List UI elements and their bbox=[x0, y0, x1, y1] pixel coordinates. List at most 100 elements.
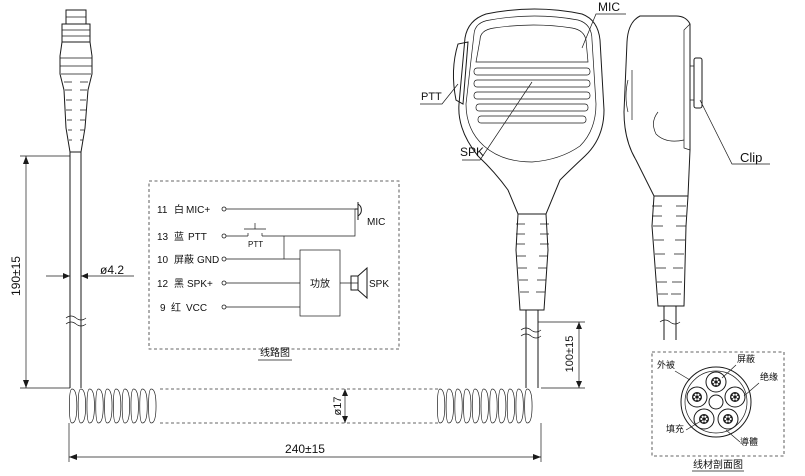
coil-diameter-label: ø17 bbox=[332, 397, 344, 416]
coil-loop-back bbox=[471, 388, 476, 424]
coil-break bbox=[160, 388, 440, 424]
label-spk: SPK bbox=[460, 81, 533, 161]
coil-loop-back bbox=[463, 388, 467, 424]
coil-loop-back bbox=[437, 388, 441, 424]
strand bbox=[728, 415, 731, 418]
pin-2-name: PTT bbox=[188, 232, 207, 243]
circuit-diagram: 11 白 MIC+ 13 蓝 PTT 10 屏蔽 GND 12 黑 SPK+ 9… bbox=[148, 180, 400, 361]
pin-4-name: SPK+ bbox=[187, 279, 213, 290]
core bbox=[708, 394, 724, 410]
strand bbox=[704, 415, 707, 418]
coil-loop-back bbox=[77, 388, 81, 424]
pin-3-color: 屏蔽 bbox=[174, 254, 194, 266]
coil-loop bbox=[71, 388, 78, 424]
circuit-caption: 线路图 bbox=[260, 346, 290, 359]
coil-loop-back bbox=[130, 388, 134, 424]
circuit-spk-label: SPK bbox=[369, 279, 389, 290]
core-conductor bbox=[730, 392, 740, 402]
label-clip: Clip bbox=[699, 99, 770, 165]
coil-loop-back bbox=[506, 388, 510, 424]
label-filler: 填充 bbox=[666, 423, 684, 434]
coil-loop bbox=[151, 388, 157, 424]
strand bbox=[697, 393, 700, 396]
coil-loop-back bbox=[489, 388, 493, 424]
pin-3-name: GND bbox=[197, 255, 219, 266]
coil-loop-back bbox=[524, 388, 528, 424]
label-conductor: 導體 bbox=[740, 436, 758, 447]
circuit-mic-label: MIC bbox=[367, 217, 385, 228]
strand bbox=[717, 380, 720, 384]
strand bbox=[731, 395, 734, 399]
strand bbox=[713, 378, 716, 381]
label-mic: MIC bbox=[581, 0, 626, 49]
pin-4-color: 黑 bbox=[174, 278, 184, 290]
coil-loop bbox=[466, 388, 472, 424]
straight-cable bbox=[65, 152, 87, 388]
coil-loop-back bbox=[454, 388, 458, 424]
strand bbox=[705, 417, 708, 421]
coil-loop bbox=[501, 388, 507, 424]
coil-loop bbox=[80, 388, 86, 424]
core-conductor bbox=[723, 414, 733, 424]
label-spk-text: SPK bbox=[460, 145, 484, 159]
coil-loop bbox=[474, 388, 481, 424]
coil-loop bbox=[518, 388, 524, 424]
strand bbox=[698, 395, 701, 399]
amp-label: 功放 bbox=[310, 277, 330, 290]
coil-loop bbox=[439, 388, 446, 424]
strand bbox=[728, 420, 731, 423]
coil-loop-back bbox=[104, 388, 108, 424]
connector-plug bbox=[59, 9, 93, 153]
dimension-tail-length: 100±15 bbox=[538, 321, 585, 389]
pin-1-name: MIC+ bbox=[186, 205, 210, 216]
pin-1-num: 11 bbox=[157, 205, 168, 216]
label-mic-text: MIC bbox=[598, 0, 620, 14]
label-clip-text: Clip bbox=[740, 150, 762, 165]
strand bbox=[732, 398, 735, 401]
strand bbox=[697, 398, 700, 401]
coil-loop-back bbox=[121, 388, 125, 424]
strand bbox=[693, 395, 696, 399]
pin-5-color: 红 bbox=[171, 301, 181, 314]
mic-symbol bbox=[355, 202, 362, 220]
strand bbox=[716, 378, 719, 381]
coil-loop-back bbox=[480, 388, 484, 424]
cable-length-label: 190±15 bbox=[9, 256, 23, 296]
strand bbox=[701, 415, 704, 418]
strand bbox=[716, 383, 719, 386]
coil-loop-back bbox=[139, 388, 143, 424]
strand bbox=[700, 417, 703, 421]
strand bbox=[694, 393, 697, 396]
coil-loop-back bbox=[95, 388, 99, 424]
label-outer-jacket: 外被 bbox=[657, 359, 675, 370]
coil-loop-back bbox=[69, 388, 73, 424]
strand bbox=[724, 417, 727, 421]
ptt-switch-label: PTT bbox=[248, 240, 263, 249]
strand bbox=[712, 380, 715, 384]
pin-5-name: VCC bbox=[186, 303, 207, 314]
cable-cross-section: 外被 屏蔽 绝缘 填充 導體 线材剖面图 bbox=[651, 351, 785, 472]
core-conductor bbox=[711, 377, 721, 387]
coil-loop-back bbox=[86, 388, 90, 424]
strand bbox=[694, 398, 697, 401]
coil-loop-back bbox=[148, 388, 152, 424]
pin-1-color: 白 bbox=[174, 203, 184, 216]
pin-5-num: 9 bbox=[160, 303, 166, 314]
speaker-symbol bbox=[350, 266, 368, 300]
coil-length-label: 240±15 bbox=[285, 442, 325, 456]
strand bbox=[732, 393, 735, 396]
strand bbox=[725, 415, 728, 418]
strand bbox=[704, 420, 707, 423]
cable-diameter-label: ø4.2 bbox=[100, 263, 124, 277]
tail-length-label: 100±15 bbox=[564, 336, 576, 373]
coiled-cable-right bbox=[437, 388, 533, 424]
strand bbox=[729, 417, 732, 421]
coil-loop bbox=[142, 388, 148, 424]
dimension-cable-length: 190±15 bbox=[9, 155, 70, 389]
pin-4-num: 12 bbox=[157, 279, 169, 290]
strand bbox=[736, 395, 739, 399]
coil-loop-back bbox=[445, 388, 449, 424]
section-caption: 线材剖面图 bbox=[693, 458, 743, 471]
mic-front-view bbox=[452, 8, 605, 388]
pin-2-color: 蓝 bbox=[174, 231, 184, 243]
